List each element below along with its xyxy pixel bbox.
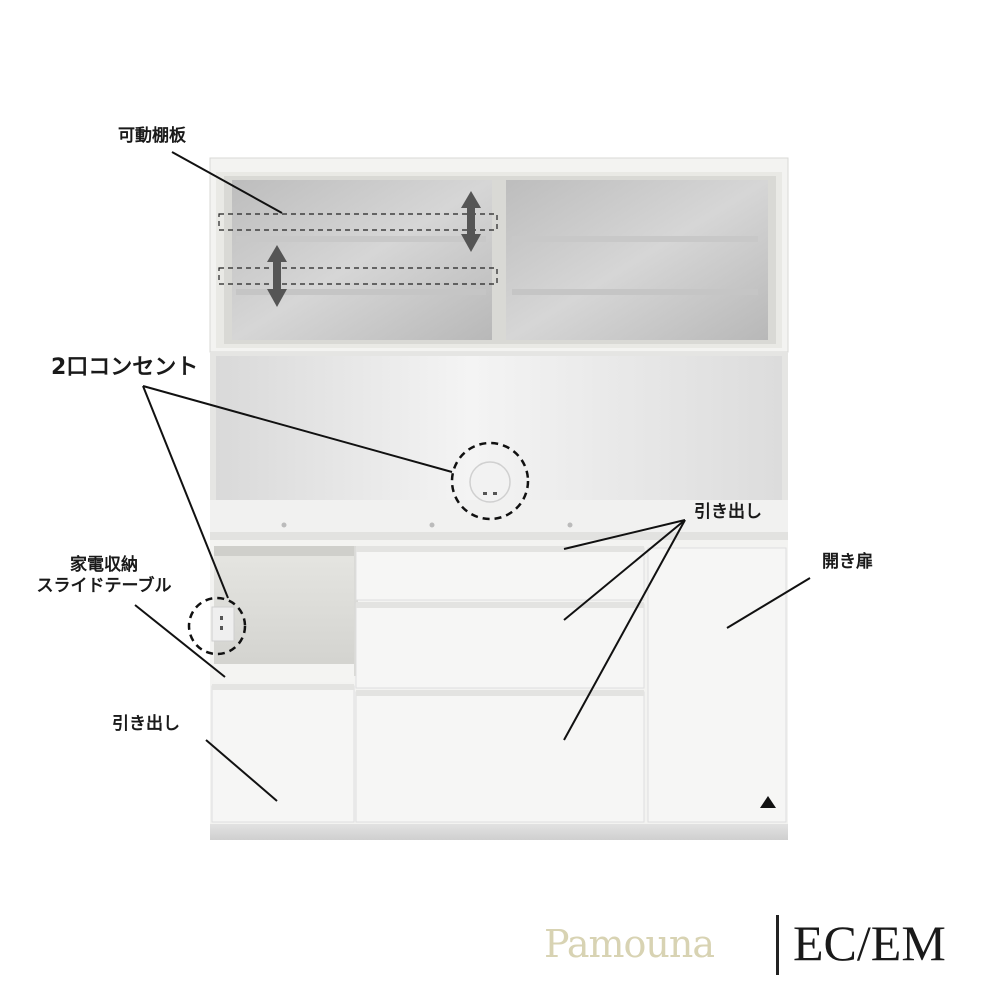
appliance-table-label: 家電収納 スライドテーブル	[18, 555, 190, 598]
drawer-left-label: 引き出し	[112, 714, 180, 734]
up-down-arrow-icon	[461, 191, 481, 252]
outlet-icon	[469, 461, 511, 503]
outlet-label: 2口コンセント	[51, 355, 199, 380]
triangle-mark-icon	[760, 796, 776, 808]
brand-logo-pamouna: Pamouna	[544, 922, 715, 966]
appliance-table-label-line1: 家電収納	[70, 555, 138, 575]
brand-separator	[776, 915, 779, 975]
model-name: EC/EM	[793, 915, 946, 971]
left-drawer	[211, 684, 355, 823]
movable-shelf-label: 可動棚板	[118, 126, 186, 146]
upper-cabinet	[209, 157, 789, 353]
left-glass-sliding-door	[224, 176, 500, 344]
outlet-highlight-circle	[450, 441, 530, 521]
center-drawers	[355, 546, 645, 823]
niche-outlet-highlight-circle	[187, 596, 247, 656]
up-down-arrow-icon	[267, 245, 287, 307]
appliance-table-label-line2: スライドテーブル	[36, 576, 172, 597]
movable-shelf-dashed-outline	[218, 213, 498, 285]
drawers-right-label: 引き出し	[694, 502, 762, 522]
swing-door-label: 開き扉	[822, 552, 873, 572]
middle-open-area	[210, 352, 788, 540]
right-swing-door	[647, 547, 787, 823]
right-glass-sliding-door	[498, 176, 776, 344]
lower-cabinet	[187, 540, 788, 840]
appliance-niche	[187, 546, 358, 682]
leader-lines	[134, 151, 811, 802]
plinth	[210, 824, 788, 840]
